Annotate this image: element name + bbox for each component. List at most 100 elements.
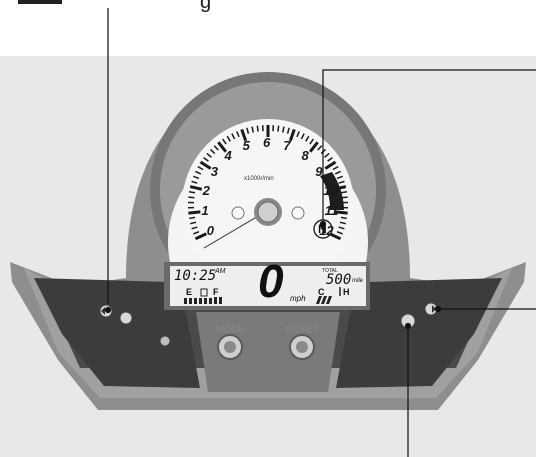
tach-tick [197, 165, 204, 171]
left-wing [34, 278, 200, 388]
tach-tick [222, 138, 227, 145]
leader-lines [104, 8, 536, 457]
tach-tick [309, 138, 314, 145]
tach-tick [286, 127, 290, 134]
right-wing [336, 278, 502, 388]
tach-numeral: 11 [324, 203, 339, 219]
tach-hub-right-dot [291, 206, 305, 220]
tach-redline [320, 172, 344, 210]
tach-numeral: 12 [319, 223, 334, 239]
tach-tick [189, 216, 196, 220]
mode-button-label: MODE [216, 324, 245, 334]
tach-tick [332, 165, 339, 171]
tach-tick [190, 221, 197, 225]
tach-tick [240, 128, 248, 142]
tach-tick [206, 152, 212, 158]
tach-numeral: 3 [210, 163, 218, 179]
tach-tick [231, 133, 236, 140]
tach-tick [256, 125, 259, 132]
tach-tick [317, 145, 323, 151]
tach-tick [327, 156, 333, 162]
tach-numeral: 1 [201, 203, 209, 219]
low-beam-indicator [119, 311, 133, 325]
tach-numeral: 6 [263, 135, 271, 150]
tach-tick [333, 185, 347, 191]
caption-fragment: g [200, 0, 212, 13]
temp-cold-letter: C [318, 287, 325, 297]
tach-tick [193, 175, 200, 180]
tach-hub-left-dot [231, 206, 245, 220]
tach-tick [236, 131, 240, 138]
tach-tick [339, 221, 346, 225]
tach-tick [341, 196, 348, 199]
tach-tick [328, 232, 342, 241]
odometer-value: 500 [326, 272, 352, 288]
neutral-letter: N [318, 222, 327, 236]
fuel-empty-letter: E [186, 287, 193, 297]
tach-tick [324, 160, 337, 170]
tach-tick [188, 196, 195, 199]
tach-tick [226, 135, 231, 142]
tach-numeral: 7 [283, 138, 291, 154]
tach-numeral: 4 [224, 148, 232, 164]
tach-tick [308, 141, 319, 153]
tach-hub [257, 201, 279, 223]
tach-tick [296, 131, 300, 138]
tach-tick [213, 145, 219, 151]
tach-tick [199, 160, 212, 170]
tach-unit-label: x1000r/min [244, 176, 274, 182]
tach-tick [340, 191, 348, 194]
tach-tick [300, 133, 305, 140]
tach-tick [188, 210, 201, 215]
tach-tick [336, 175, 343, 180]
tach-tick [251, 126, 254, 133]
lcd-panel [170, 266, 366, 306]
tach-numeral: 0 [206, 223, 215, 239]
speed-unit: mph [290, 294, 306, 303]
speed-value: 0 [258, 255, 284, 307]
tach-tick [191, 180, 198, 184]
center-block [196, 312, 340, 392]
caption-marker [18, 0, 62, 4]
tach-needle-outline [203, 211, 266, 249]
odometer-label: TOTAL [322, 268, 338, 274]
tach-tick [334, 170, 341, 175]
mode-button-core [224, 341, 236, 353]
clock-time: 10:25 [174, 268, 217, 284]
tach-tick [191, 226, 198, 230]
tach-tick [189, 185, 203, 191]
tach-tick [188, 191, 196, 194]
tach-tick [288, 128, 296, 142]
tach-numeral: 9 [315, 163, 323, 179]
tach-numeral: 8 [301, 148, 309, 164]
oil-indicator [159, 335, 171, 347]
tach-tick [217, 141, 228, 153]
fuel-full-letter: F [213, 287, 219, 297]
temp-gauge-bars [316, 296, 332, 304]
tach-tick [336, 231, 343, 235]
tach-numeral: 5 [242, 138, 250, 154]
fuel-pump-icon [200, 288, 208, 297]
tach-numeral: 2 [202, 182, 210, 198]
tach-tick [338, 226, 345, 230]
clock-period: AM [215, 268, 226, 275]
fuel-gauge-bars [184, 297, 222, 304]
tach-numeral: 10 [323, 182, 338, 198]
odometer-unit: mile [352, 278, 364, 284]
temp-hot-letter: H [343, 287, 350, 297]
tach-tick [193, 231, 200, 235]
tach-tick [203, 156, 209, 162]
tach-tick [324, 152, 330, 158]
reset-button-label: RESET [286, 324, 319, 334]
tach-tick [194, 232, 208, 241]
tach-tick [246, 127, 250, 134]
reset-button-core [296, 341, 308, 353]
tach-tick [195, 170, 202, 175]
tach-tick [209, 148, 216, 155]
tach-tick [335, 210, 348, 215]
tach-tick [282, 126, 285, 133]
tach-tick [338, 180, 345, 184]
tach-tick [277, 125, 280, 132]
